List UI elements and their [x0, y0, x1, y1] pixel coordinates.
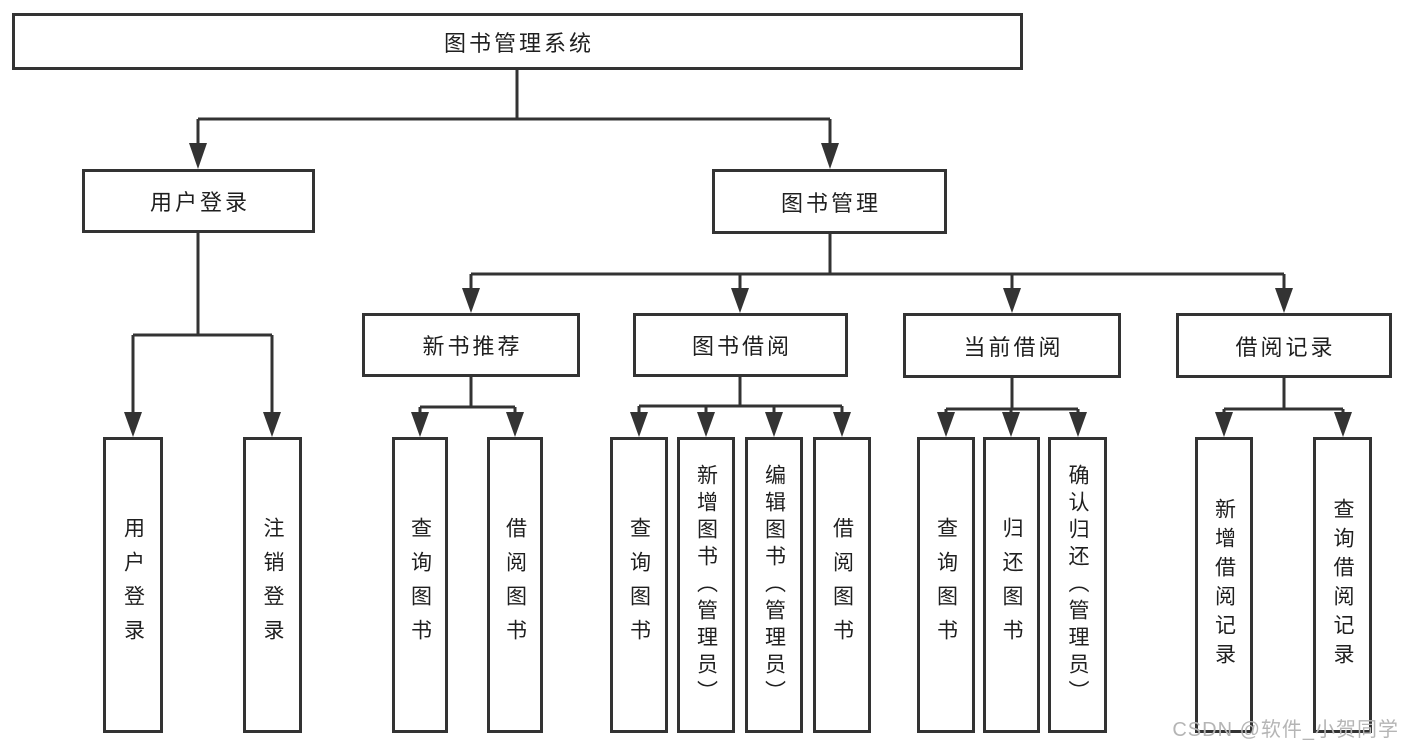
- leaf-add-book-admin-label: 新增图书（管理员）: [694, 463, 718, 707]
- connector-root-to-level2: [196, 70, 832, 145]
- leaf-query-book-2: 查询图书: [610, 437, 668, 733]
- leaf-query-book-3-label: 查询图书: [934, 517, 958, 653]
- leaf-borrow-book-2: 借阅图书: [813, 437, 871, 733]
- leaf-query-borrow-record-label: 查询借阅记录: [1331, 498, 1354, 672]
- leaf-query-book-2-label: 查询图书: [627, 517, 651, 653]
- node-current-borrow: 当前借阅: [903, 313, 1121, 378]
- node-user-login: 用户登录: [82, 169, 315, 233]
- node-root: 图书管理系统: [12, 13, 1023, 70]
- leaf-confirm-return-admin: 确认归还（管理员）: [1048, 437, 1107, 733]
- connector-book-management-children: [469, 234, 1286, 290]
- leaf-query-borrow-record: 查询借阅记录: [1313, 437, 1372, 733]
- connector-book-borrow-children: [637, 377, 844, 414]
- arrow-down-icon: [462, 288, 480, 313]
- csdn-watermark: CSDN @软件_小贺同学: [1172, 719, 1399, 741]
- node-borrow-record: 借阅记录: [1176, 313, 1392, 378]
- leaf-add-borrow-record-label: 新增借阅记录: [1212, 498, 1236, 672]
- node-new-book-recommend: 新书推荐: [362, 313, 580, 377]
- arrow-down-icon: [1002, 412, 1020, 437]
- arrow-down-icon: [263, 412, 281, 437]
- leaf-user-login: 用户登录: [103, 437, 163, 733]
- node-book-borrow-label: 图书借阅: [691, 334, 792, 359]
- leaf-logout-label: 注销登录: [261, 517, 284, 653]
- leaf-edit-book-admin-label: 编辑图书（管理员）: [762, 463, 786, 707]
- node-root-label: 图书管理系统: [443, 30, 594, 56]
- leaf-return-book: 归还图书: [983, 437, 1040, 733]
- arrow-down-icon: [833, 412, 851, 437]
- leaf-borrow-book-2-label: 借阅图书: [830, 517, 854, 653]
- arrow-down-icon: [1334, 412, 1352, 437]
- arrow-down-icon: [1069, 412, 1087, 437]
- leaf-borrow-book-1-label: 借阅图书: [503, 517, 527, 653]
- node-new-book-recommend-label: 新书推荐: [422, 334, 523, 359]
- arrow-down-icon: [1215, 412, 1233, 437]
- arrow-down-icon: [124, 412, 142, 437]
- node-user-login-label: 用户登录: [149, 190, 250, 215]
- arrow-down-icon: [697, 412, 715, 437]
- arrow-down-icon: [731, 288, 749, 313]
- connector-current-borrow-children: [944, 378, 1080, 414]
- leaf-borrow-book-1: 借阅图书: [487, 437, 543, 733]
- node-current-borrow-label: 当前借阅: [963, 334, 1064, 360]
- leaf-add-borrow-record: 新增借阅记录: [1195, 437, 1253, 733]
- connector-new-book-children: [418, 377, 517, 414]
- node-book-management: 图书管理: [712, 169, 947, 234]
- arrow-down-icon: [937, 412, 955, 437]
- arrow-down-icon: [1275, 288, 1293, 313]
- leaf-confirm-return-admin-label: 确认归还（管理员）: [1066, 463, 1089, 707]
- leaf-return-book-label: 归还图书: [1000, 517, 1023, 653]
- leaf-query-book-1-label: 查询图书: [408, 517, 432, 653]
- arrow-down-icon: [765, 412, 783, 437]
- arrow-down-icon: [411, 412, 429, 437]
- node-book-borrow: 图书借阅: [633, 313, 848, 377]
- leaf-query-book-1: 查询图书: [392, 437, 448, 733]
- arrow-down-icon: [506, 412, 524, 437]
- arrow-down-icon: [189, 143, 207, 169]
- arrow-down-icon: [1003, 288, 1021, 313]
- leaf-add-book-admin: 新增图书（管理员）: [677, 437, 735, 733]
- leaf-edit-book-admin: 编辑图书（管理员）: [745, 437, 803, 733]
- arrow-down-icon: [821, 143, 839, 169]
- arrow-down-icon: [630, 412, 648, 437]
- leaf-user-login-label: 用户登录: [121, 517, 145, 653]
- node-borrow-record-label: 借阅记录: [1235, 334, 1336, 360]
- leaf-query-book-3: 查询图书: [917, 437, 975, 733]
- connector-user-login-children: [131, 233, 274, 414]
- node-book-management-label: 图书管理: [780, 190, 881, 216]
- connector-borrow-record-children: [1222, 378, 1345, 414]
- leaf-logout: 注销登录: [243, 437, 302, 733]
